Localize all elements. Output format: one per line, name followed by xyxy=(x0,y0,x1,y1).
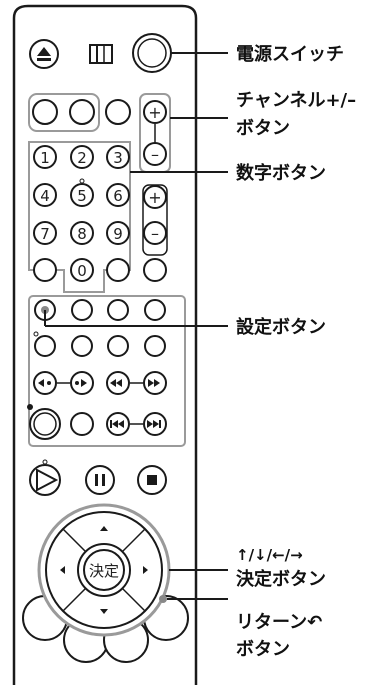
label-channel-line1: チャンネル+/– xyxy=(236,90,356,111)
function-button[interactable] xyxy=(69,99,95,125)
previous-button[interactable] xyxy=(106,412,130,436)
digit-button-0[interactable]: 0 xyxy=(70,258,94,282)
next-button[interactable] xyxy=(143,412,167,436)
channel-minus-button[interactable]: – xyxy=(143,142,167,166)
arrow-up-icon[interactable] xyxy=(100,526,108,531)
digit-label: 5 xyxy=(77,187,87,205)
function-button[interactable] xyxy=(71,299,93,321)
function-button[interactable] xyxy=(70,412,94,436)
record-indicator-dot xyxy=(27,404,33,410)
channel-minus-label: – xyxy=(151,145,159,164)
instant-advance-button[interactable] xyxy=(70,371,94,395)
pause-button[interactable] xyxy=(85,465,115,495)
label-arrow-line1: ↑/↓/←/→ xyxy=(236,546,303,564)
function-button[interactable] xyxy=(143,258,167,282)
label-setting: 設定ボタン xyxy=(236,316,326,338)
function-button[interactable] xyxy=(106,258,130,282)
function-button[interactable] xyxy=(144,335,166,357)
digit-label: 6 xyxy=(113,187,123,205)
digit-button-4[interactable]: 4 xyxy=(33,183,57,207)
input-select-button[interactable] xyxy=(89,44,113,64)
arrow-right-icon[interactable] xyxy=(143,566,148,574)
power-button[interactable] xyxy=(132,33,172,73)
fast-forward-button[interactable] xyxy=(143,371,167,395)
digit-button-6[interactable]: 6 xyxy=(106,183,130,207)
function-button[interactable] xyxy=(105,99,131,125)
channel-plus-button[interactable]: + xyxy=(143,100,167,124)
leader-lines xyxy=(44,52,228,600)
digit-button-1[interactable]: 1 xyxy=(33,145,57,169)
digit-button-3[interactable]: 3 xyxy=(106,145,130,169)
function-button[interactable] xyxy=(32,99,58,125)
pause-icon xyxy=(95,474,98,486)
volume-minus-label: – xyxy=(151,224,159,243)
label-return-line2: ボタン xyxy=(236,639,290,660)
play-button[interactable] xyxy=(29,459,61,496)
label-arrow-line2: 決定ボタン xyxy=(236,568,326,590)
digit-label: 8 xyxy=(77,225,87,243)
function-button[interactable] xyxy=(107,335,129,357)
label-power: 電源スイッチ xyxy=(236,43,344,65)
digit-label: 2 xyxy=(77,149,87,167)
volume-plus-label: + xyxy=(148,188,161,207)
volume-plus-button[interactable]: + xyxy=(143,185,167,209)
function-button[interactable] xyxy=(144,299,166,321)
play-icon xyxy=(36,468,59,492)
function-button[interactable] xyxy=(34,335,56,357)
lower-button-frame xyxy=(28,295,186,447)
volume-minus-button[interactable]: – xyxy=(143,221,167,245)
digit-button-5[interactable]: 5 xyxy=(70,178,94,207)
eject-button[interactable] xyxy=(29,39,59,69)
function-button[interactable] xyxy=(71,335,93,357)
record-button[interactable] xyxy=(29,408,61,440)
arrow-left-icon[interactable] xyxy=(60,566,65,574)
return-button-dot xyxy=(159,595,167,603)
digit-button-2[interactable]: 2 xyxy=(70,145,94,169)
eject-icon xyxy=(37,47,51,56)
digit-label: 9 xyxy=(113,225,123,243)
digit-button-8[interactable]: 8 xyxy=(70,221,94,245)
function-button[interactable] xyxy=(33,258,57,282)
digit-label: 1 xyxy=(40,149,50,167)
label-number: 数字ボタン xyxy=(236,162,326,184)
label-channel-line2: ボタン xyxy=(236,118,290,139)
enter-button[interactable]: 決定 xyxy=(83,549,125,591)
channel-plus-label: + xyxy=(148,103,161,122)
label-return-line1: リターン↶ xyxy=(236,612,322,633)
digit-button-9[interactable]: 9 xyxy=(106,221,130,245)
stop-icon xyxy=(147,475,157,485)
button-group-frame xyxy=(28,93,100,132)
digit-label: 0 xyxy=(77,262,87,280)
stop-button[interactable] xyxy=(137,465,167,495)
arrow-down-icon[interactable] xyxy=(100,609,108,614)
digit-label: 7 xyxy=(40,225,50,243)
instant-replay-button[interactable] xyxy=(33,371,57,395)
function-button[interactable] xyxy=(107,299,129,321)
enter-label: 決定 xyxy=(89,562,119,580)
digit-button-7[interactable]: 7 xyxy=(33,221,57,245)
remote-body xyxy=(12,4,198,685)
digit-label: 4 xyxy=(40,187,50,205)
digit-label: 3 xyxy=(113,149,123,167)
rewind-button[interactable] xyxy=(106,371,130,395)
